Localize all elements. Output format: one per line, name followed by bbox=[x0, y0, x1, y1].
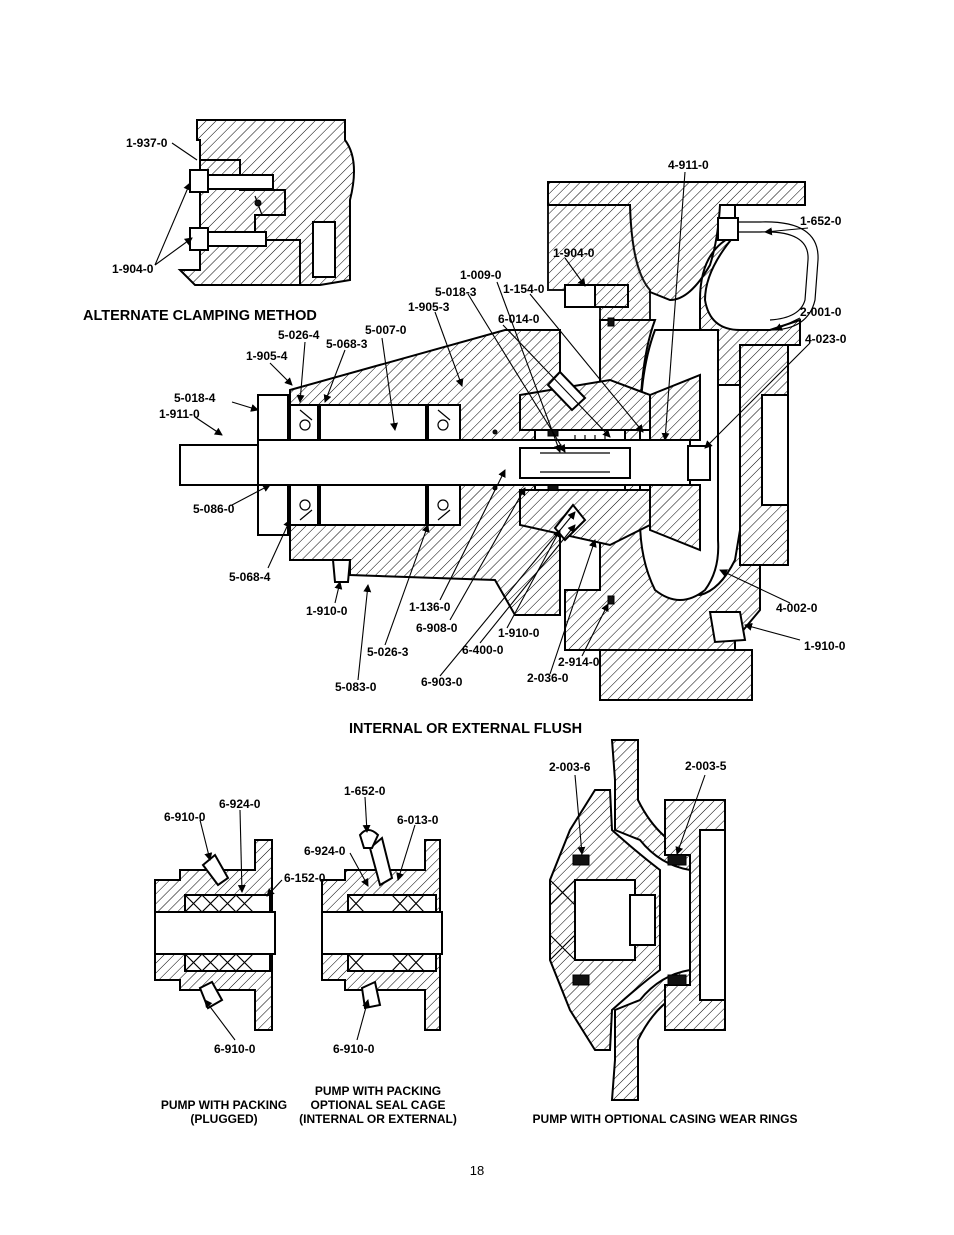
label-4-002-0: 4-002-0 bbox=[776, 601, 818, 615]
label-2-036-0: 2-036-0 bbox=[527, 671, 569, 685]
page-number: 18 bbox=[470, 1163, 484, 1178]
label-1-905-4: 1-905-4 bbox=[246, 349, 288, 363]
label-1-904-0: 1-904-0 bbox=[112, 262, 154, 276]
label-5-018-3: 5-018-3 bbox=[435, 285, 477, 299]
label-4-911-0: 4-911-0 bbox=[668, 158, 709, 172]
label-6-910-0: 6-910-0 bbox=[164, 810, 206, 824]
label-1-904-0: 1-904-0 bbox=[553, 246, 595, 260]
packing-leaders bbox=[199, 796, 416, 1041]
label-5-007-0: 5-007-0 bbox=[365, 323, 407, 337]
label-5-026-3: 5-026-3 bbox=[367, 645, 409, 659]
label-6-400-0: 6-400-0 bbox=[462, 643, 504, 657]
label-4-023-0: 4-023-0 bbox=[805, 332, 847, 346]
label-2-914-0: 2-914-0 bbox=[558, 655, 600, 669]
caption-packing-plugged-2: (PLUGGED) bbox=[190, 1112, 257, 1126]
label-1-905-3: 1-905-3 bbox=[408, 300, 450, 314]
caption-seal-cage-2: OPTIONAL SEAL CAGE bbox=[311, 1098, 446, 1112]
label-6-910-0: 6-910-0 bbox=[214, 1042, 256, 1056]
label-2-001-0: 2-001-0 bbox=[800, 305, 842, 319]
label-2-003-5: 2-003-5 bbox=[685, 759, 727, 773]
label-5-086-0: 5-086-0 bbox=[193, 502, 235, 516]
label-2-003-6: 2-003-6 bbox=[549, 760, 591, 774]
label-5-068-4: 5-068-4 bbox=[229, 570, 271, 584]
label-6-014-0: 6-014-0 bbox=[498, 312, 540, 326]
main-pump-section bbox=[179, 181, 819, 701]
alternate-clamping-detail bbox=[177, 119, 355, 286]
label-1-910-0: 1-910-0 bbox=[498, 626, 540, 640]
label-1-652-0: 1-652-0 bbox=[800, 214, 842, 228]
caption-seal-cage-1: PUMP WITH PACKING bbox=[315, 1084, 441, 1098]
label-6-924-0: 6-924-0 bbox=[219, 797, 261, 811]
label-6-152-0: 6-152-0 bbox=[284, 871, 326, 885]
label-1-910-0: 1-910-0 bbox=[306, 604, 348, 618]
label-1-009-0: 1-009-0 bbox=[460, 268, 502, 282]
label-6-924-0: 6-924-0 bbox=[304, 844, 346, 858]
label-6-013-0: 6-013-0 bbox=[397, 813, 439, 827]
label-1-652-0: 1-652-0 bbox=[344, 784, 386, 798]
label-1-154-0: 1-154-0 bbox=[503, 282, 545, 296]
main-leaders bbox=[194, 171, 811, 681]
wear-rings-detail bbox=[549, 739, 726, 1101]
label-6-908-0: 6-908-0 bbox=[416, 621, 458, 635]
wear-leaders bbox=[574, 774, 706, 855]
caption-seal-cage-3: (INTERNAL OR EXTERNAL) bbox=[299, 1112, 457, 1126]
label-1-911-0: 1-911-0 bbox=[159, 407, 200, 421]
label-6-903-0: 6-903-0 bbox=[421, 675, 463, 689]
caption-wear-rings: PUMP WITH OPTIONAL CASING WEAR RINGS bbox=[533, 1112, 798, 1126]
caption-packing-plugged-1: PUMP WITH PACKING bbox=[161, 1098, 287, 1112]
packing-plugged-detail bbox=[154, 839, 276, 1031]
label-1-937-0: 1-937-0 bbox=[126, 136, 168, 150]
label-1-910-0: 1-910-0 bbox=[804, 639, 846, 653]
packing-seal-cage-detail bbox=[321, 829, 443, 1031]
label-1-136-0: 1-136-0 bbox=[409, 600, 451, 614]
label-5-083-0: 5-083-0 bbox=[335, 680, 377, 694]
alt-leaders bbox=[154, 142, 198, 266]
flush-heading: INTERNAL OR EXTERNAL FLUSH bbox=[349, 721, 582, 737]
alternate-clamping-heading: ALTERNATE CLAMPING METHOD bbox=[83, 308, 317, 324]
label-5-026-4: 5-026-4 bbox=[278, 328, 320, 342]
label-5-018-4: 5-018-4 bbox=[174, 391, 216, 405]
label-6-910-0: 6-910-0 bbox=[333, 1042, 375, 1056]
label-5-068-3: 5-068-3 bbox=[326, 337, 368, 351]
